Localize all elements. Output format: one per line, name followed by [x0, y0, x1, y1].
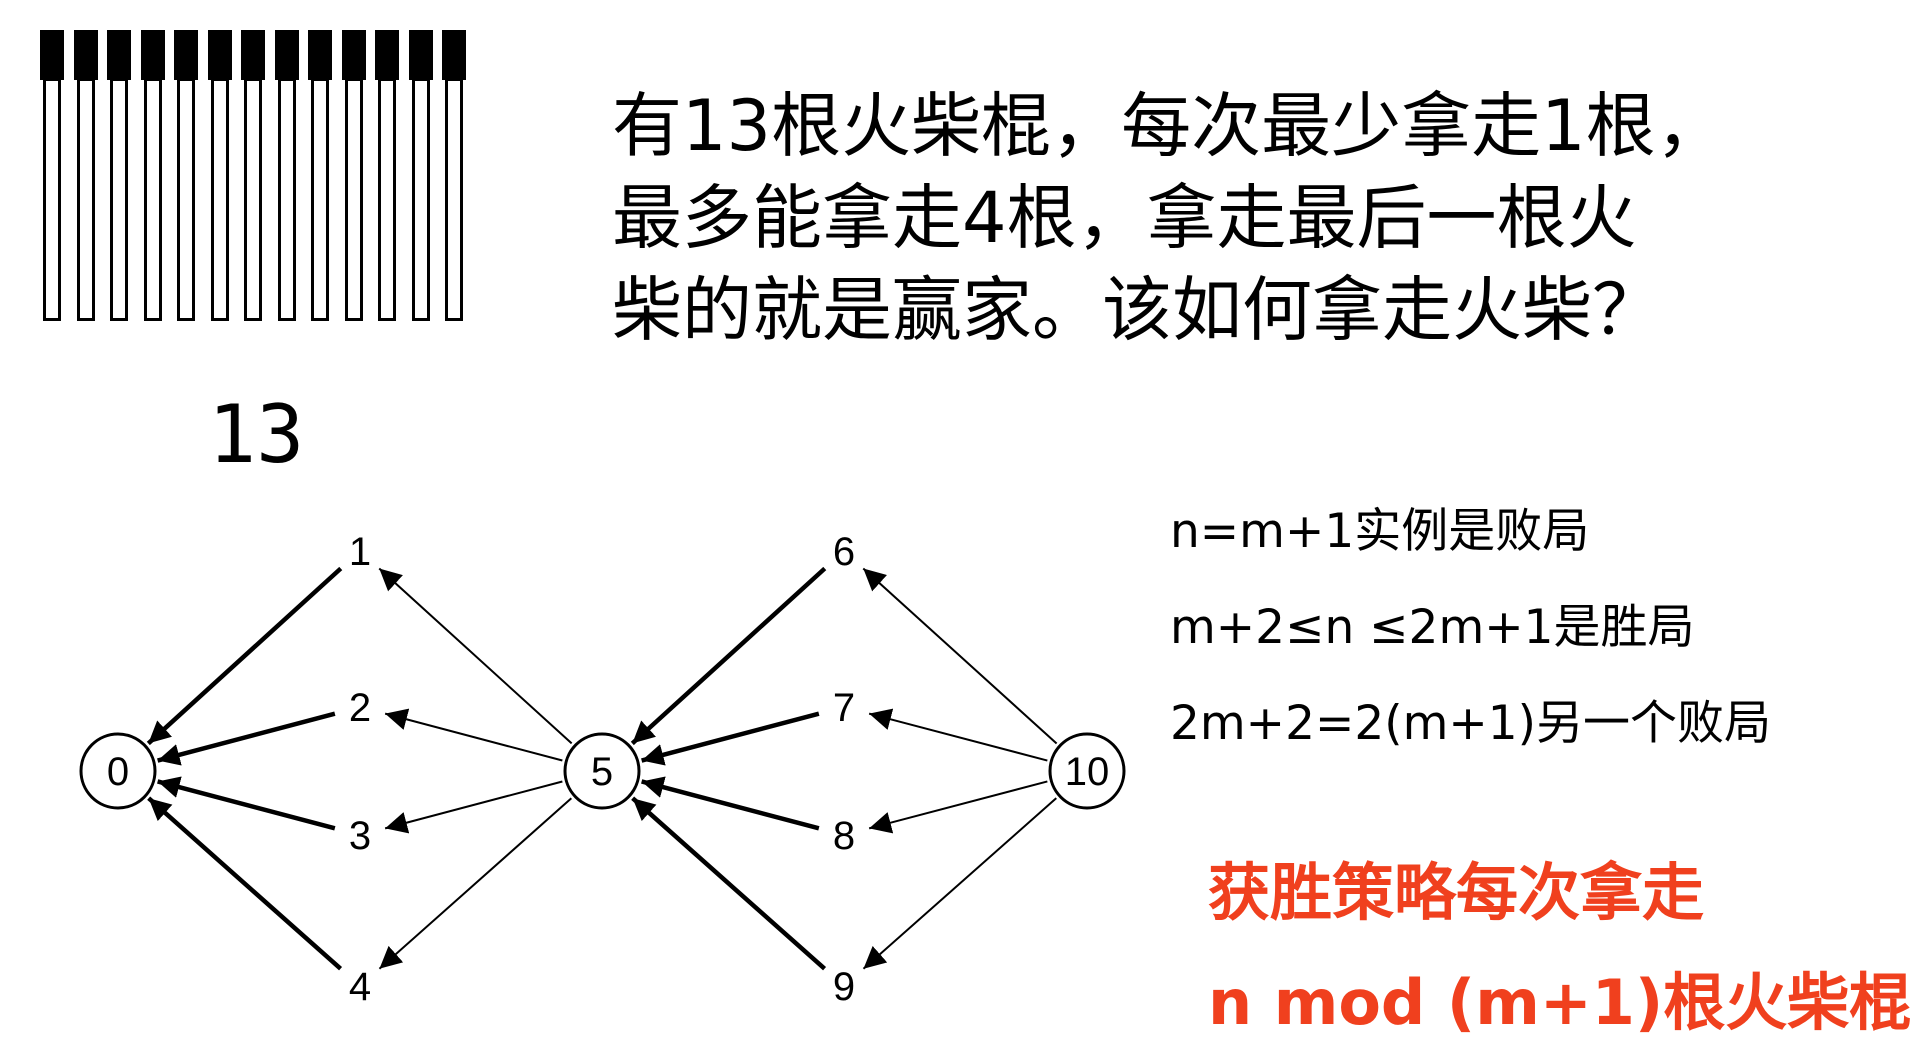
edge-5-to-2: [384, 708, 563, 762]
matchstick: [375, 30, 399, 321]
node-label: 9: [833, 965, 855, 1009]
matchstick: [341, 30, 366, 321]
matchstick: [274, 30, 299, 321]
node-7: 7: [833, 686, 855, 730]
node-2: 2: [349, 686, 371, 730]
matchsticks-illustration: [40, 30, 466, 321]
fact-losing-position: n=m+1实例是败局: [1170, 504, 1590, 559]
node-circle: [563, 732, 641, 810]
game-state-graph: 0 5 10 1 2 3 4 6 7 8 9: [79, 530, 1126, 1009]
strategy-line-1: 获胜策略每次拿走: [1208, 856, 1705, 929]
edge-4-to-0: [147, 796, 343, 971]
matchstick: [174, 30, 198, 321]
fact-winning-positions: m+2≤n ≤2m+1是胜局: [1170, 600, 1695, 655]
matchstick: [408, 30, 433, 321]
matchstick-head: [375, 30, 399, 80]
strategy-line-2: n mod (m+1)根火柴棍: [1208, 966, 1911, 1039]
node-label: 5: [591, 750, 613, 794]
node-label: 10: [1065, 750, 1110, 794]
node-6: 6: [833, 530, 855, 574]
edge-1-to-0: [146, 566, 343, 746]
node-0: 0: [79, 732, 157, 810]
matchstick-head: [274, 30, 299, 80]
edge-5-to-4: [378, 797, 573, 970]
node-circle: [1048, 732, 1126, 810]
node-1: 1: [349, 530, 371, 574]
matchstick-body: [344, 78, 363, 321]
edge-6-to-5: [630, 566, 827, 746]
edge-5-to-1: [378, 567, 573, 745]
edge-2-to-0: [157, 711, 336, 766]
matchstick-body: [311, 78, 329, 321]
matchstick-body: [43, 78, 61, 321]
matchstick: [73, 30, 98, 321]
matchstick-head: [442, 30, 466, 80]
matchstick: [442, 30, 466, 321]
edge-5-to-3: [384, 780, 563, 834]
matchstick-body: [143, 78, 162, 321]
matchstick-body: [177, 78, 195, 321]
matchstick-head: [341, 30, 366, 80]
matchstick-head: [174, 30, 198, 80]
node-4: 4: [349, 965, 371, 1009]
matchstick-body: [110, 78, 128, 321]
node-label: 1: [349, 530, 371, 574]
matchstick: [207, 30, 232, 321]
edge-10-to-8: [868, 780, 1048, 834]
matchstick-head: [107, 30, 131, 80]
matchstick-body: [378, 78, 396, 321]
matchstick-body: [76, 78, 95, 321]
graph-nodes: 0 5 10 1 2 3 4 6 7 8 9: [79, 530, 1126, 1009]
matchstick-body: [277, 78, 296, 321]
matchstick: [107, 30, 131, 321]
problem-line-3: 柴的就是赢家。该如何拿走火柴？: [612, 269, 1662, 351]
node-label: 4: [349, 965, 371, 1009]
matchstick: [308, 30, 332, 321]
node-5: 5: [563, 732, 641, 810]
node-10: 10: [1048, 732, 1126, 810]
node-label: 8: [833, 814, 855, 858]
node-9: 9: [833, 965, 855, 1009]
matchstick: [241, 30, 265, 321]
edge-10-to-9: [862, 797, 1057, 970]
matchstick-head: [241, 30, 265, 80]
node-8: 8: [833, 814, 855, 858]
problem-line-2: 最多能拿走4根，拿走最后一根火: [612, 177, 1637, 259]
fact-second-losing-position: 2m+2=2(m+1)另一个败局: [1170, 696, 1771, 751]
matchstick-head: [40, 30, 64, 80]
node-circle: [79, 732, 157, 810]
matchstick-body: [411, 78, 430, 321]
matchstick-head: [140, 30, 165, 80]
matchstick-body: [445, 78, 463, 321]
matchstick-body: [244, 78, 262, 321]
edge-8-to-5: [641, 776, 820, 831]
matchstick: [140, 30, 165, 321]
node-label: 0: [107, 750, 129, 794]
node-3: 3: [349, 814, 371, 858]
matchstick-head: [408, 30, 433, 80]
graph-edges: [146, 566, 1058, 971]
edge-10-to-7: [868, 708, 1048, 762]
matchstick-head: [73, 30, 98, 80]
problem-statement: 有13根火柴棍，每次最少拿走1根， 最多能拿走4根，拿走最后一根火 柴的就是赢家…: [612, 80, 1812, 356]
edge-9-to-5: [631, 796, 827, 971]
edge-7-to-5: [641, 711, 820, 766]
problem-line-1: 有13根火柴棍，每次最少拿走1根，: [612, 85, 1726, 167]
edge-10-to-6: [862, 567, 1058, 745]
node-label: 3: [349, 814, 371, 858]
node-label: 2: [349, 686, 371, 730]
matchstick-head: [308, 30, 332, 80]
edge-3-to-0: [157, 776, 336, 831]
matchstick-body: [210, 78, 229, 321]
matchstick: [40, 30, 64, 321]
node-label: 6: [833, 530, 855, 574]
matchstick-head: [207, 30, 232, 80]
matchstick-count-label: 13: [208, 388, 305, 481]
node-label: 7: [833, 686, 855, 730]
